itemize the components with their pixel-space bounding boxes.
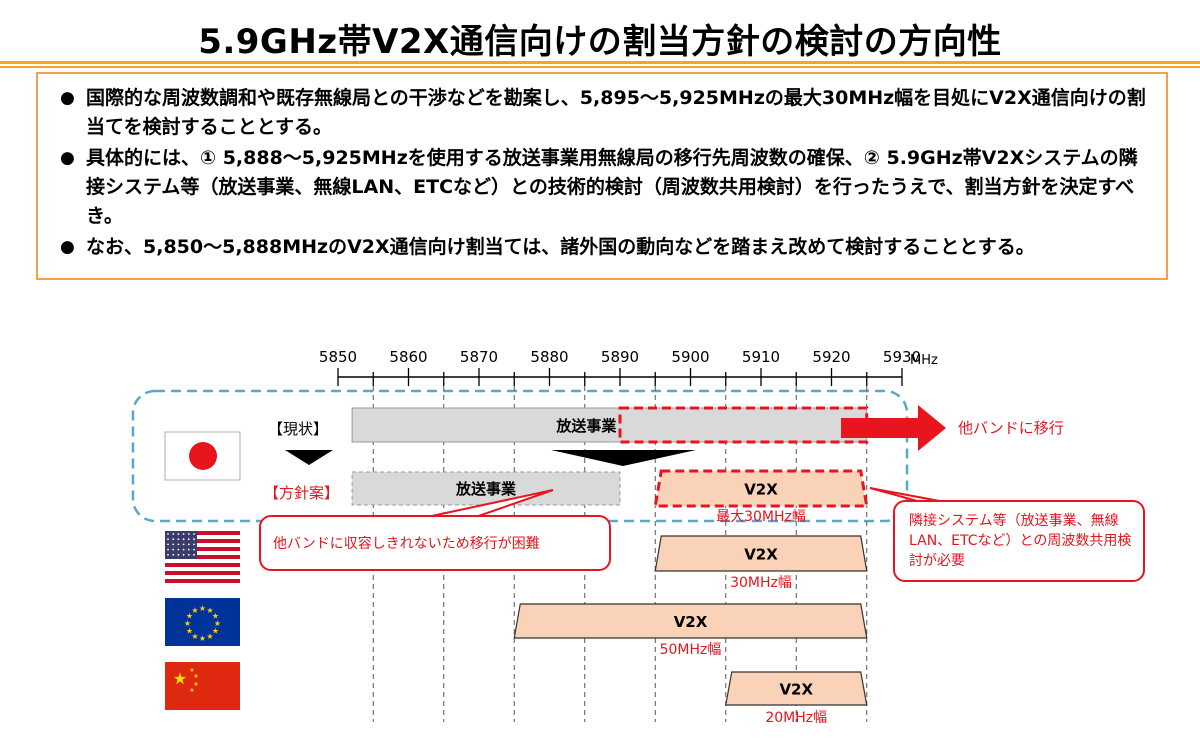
- svg-text:★: ★: [206, 606, 213, 615]
- china-flag-icon: ★★★★★: [165, 662, 240, 710]
- bullet-2: 具体的には、① 5,888～5,925MHzを使用する放送事業用無線局の移行先周…: [60, 144, 1152, 231]
- japan-v2x-bar: [653, 469, 869, 508]
- china-v2x-width-label: 20MHz幅: [765, 710, 827, 726]
- move-arrow-icon: [841, 405, 946, 451]
- bullet-1: 国際的な周波数調和や既存無線局との干渉などを勘案し、5,895～5,925MHz…: [60, 84, 1152, 142]
- svg-text:★: ★: [186, 612, 193, 621]
- usa-v2x-label: V2X: [744, 546, 778, 564]
- current-broadcast-label: 放送事業: [555, 417, 617, 435]
- china-v2x-label: V2X: [779, 681, 813, 699]
- move-label: 他バンドに移行: [958, 419, 1064, 437]
- svg-text:★: ★: [199, 634, 206, 643]
- summary-box: 国際的な周波数調和や既存無線局との干渉などを勘案し、5,895～5,925MHz…: [36, 72, 1168, 280]
- svg-text:★: ★: [212, 612, 219, 621]
- eu-v2x-label: V2X: [674, 613, 708, 631]
- japan-flag-icon: [164, 431, 241, 481]
- svg-text:★: ★: [184, 619, 191, 628]
- callout-right: 隣接システム等（放送事業、無線LAN、ETCなど）との周波数共用検討が必要: [893, 500, 1145, 582]
- proposal-status-label: 【方針案】: [264, 484, 339, 502]
- china-v2x-bar: [725, 671, 868, 706]
- tick-label: 5850: [319, 348, 357, 366]
- svg-text:★: ★: [206, 632, 213, 641]
- proposal-broadcast-label: 放送事業: [455, 480, 517, 498]
- callout-left: 他バンドに収容しきれないため移行が困難: [259, 515, 611, 571]
- japan-v2x-width-label: 最大30MHz幅: [716, 509, 806, 525]
- tick-label: 5870: [460, 348, 498, 366]
- svg-text:★: ★: [193, 681, 198, 688]
- tick-label: 5930: [883, 348, 921, 366]
- svg-text:★: ★: [173, 669, 187, 688]
- eu-v2x-width-label: 50MHz幅: [660, 642, 722, 658]
- summary-list: 国際的な周波数調和や既存無線局との干渉などを勘案し、5,895～5,925MHz…: [38, 74, 1166, 262]
- down-arrow-icon: [285, 450, 333, 465]
- usa-v2x-bar: [654, 535, 868, 572]
- title-rule: [0, 61, 1200, 64]
- bullet-3: なお、5,850～5,888MHzのV2X通信向け割当ては、諸外国の動向などを踏…: [60, 233, 1152, 262]
- tick-label: 5900: [671, 348, 709, 366]
- svg-text:★: ★: [193, 673, 198, 680]
- tick-label: 5860: [389, 348, 427, 366]
- broadcast-down-arrow-icon: [551, 450, 696, 466]
- svg-text:★: ★: [199, 604, 206, 613]
- page-title: 5.9GHz帯V2X通信向けの割当方針の検討の方向性: [198, 22, 1002, 62]
- proposal-broadcast-bar: [351, 471, 621, 506]
- svg-text:★: ★: [189, 687, 194, 694]
- current-broadcast-bar: [351, 407, 868, 443]
- tick-label: 5920: [812, 348, 850, 366]
- usa-v2x-width-label: 30MHz幅: [730, 575, 792, 591]
- svg-text:★: ★: [214, 619, 221, 628]
- current-status-label: 【現状】: [268, 420, 328, 438]
- tick-label: 5880: [530, 348, 568, 366]
- svg-text:★: ★: [189, 667, 194, 674]
- eu-v2x-bar: [513, 603, 868, 639]
- tick-label: 5910: [742, 348, 780, 366]
- japan-v2x-label: V2X: [744, 481, 778, 499]
- usa-flag-icon: [165, 531, 240, 583]
- svg-text:★: ★: [212, 627, 219, 636]
- axis-unit: MHz: [910, 353, 938, 368]
- svg-text:★: ★: [186, 627, 193, 636]
- title-rule-lower: [0, 66, 1200, 68]
- tick-label: 5890: [601, 348, 639, 366]
- svg-text:★: ★: [191, 606, 198, 615]
- svg-text:★: ★: [191, 632, 198, 641]
- eu-flag-icon: ★★★★★★★★★★★★: [165, 598, 240, 646]
